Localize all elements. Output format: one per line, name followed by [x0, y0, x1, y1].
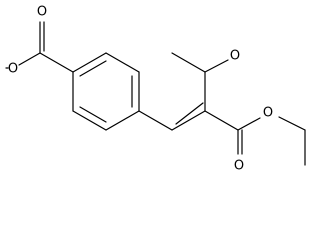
- bond-ketone-to-methyl: [171, 52, 206, 73]
- ester-ether-oxygen-right-label: O: [263, 106, 273, 121]
- bond-ring-5: [72, 110, 107, 131]
- bond-ring-1: [72, 52, 107, 73]
- bond-ester-to-oxygen-right: [237, 117, 261, 131]
- ester-ether-oxygen-left-label: O: [8, 62, 18, 77]
- bond-ketone-carbonyl: [204, 59, 229, 73]
- bond-alkene-to-ester: [204, 110, 239, 131]
- chemical-structure-diagram: O O O O O: [5, 5, 306, 174]
- bond-vinyl-double-b: [175, 102, 204, 125]
- bond-skeleton: [5, 21, 306, 166]
- bond-oxygen-ester-carbon-left: [18, 52, 41, 66]
- bond-ring-to-vinyl: [138, 110, 173, 131]
- ester-carbonyl-oxygen-right-label: O: [234, 159, 244, 174]
- bond-ring-2: [105, 52, 140, 73]
- atom-labels: O O O O O: [8, 5, 273, 174]
- bond-oxygen-to-ethyl: [278, 116, 306, 131]
- ketone-oxygen-label: O: [230, 49, 240, 64]
- bond-ring-inner-1: [79, 60, 107, 77]
- bond-ring-4: [105, 110, 140, 131]
- bond-vinyl-double-a: [171, 110, 206, 131]
- ester-carbonyl-oxygen-left-label: O: [37, 5, 47, 20]
- bond-ester-to-ring: [39, 52, 74, 73]
- bond-ring-inner-3: [79, 106, 107, 123]
